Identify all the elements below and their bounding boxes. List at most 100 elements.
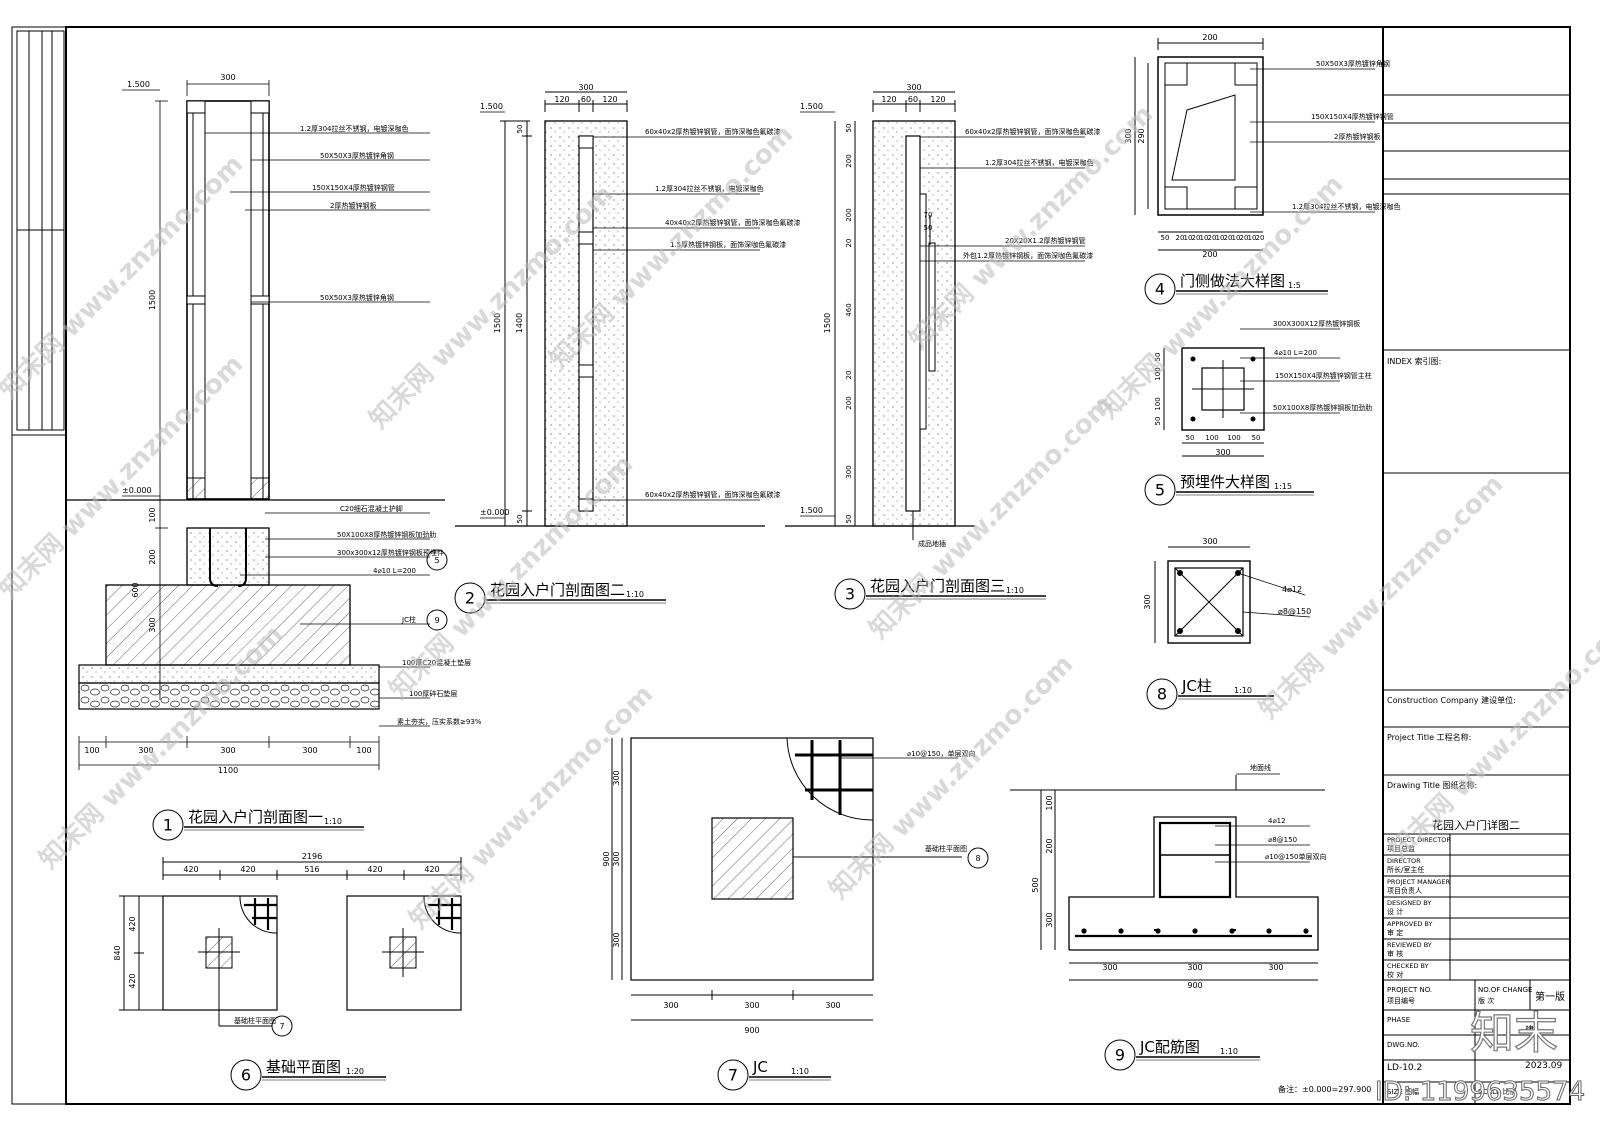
dim: 420 [367,865,382,874]
title-number: 7 [728,1066,738,1085]
callout-note: 50X100X8厚热镀锌钢板加劲肋 [1273,403,1372,412]
level-mark: 1.500 [480,102,503,111]
title-scale: 1:10 [626,590,644,599]
ref-bubble: 5 [434,556,439,565]
dim: 300 [845,465,853,478]
section-8-drawing [1154,546,1251,644]
title-number-circle [152,809,184,841]
dim: 200 [1202,33,1217,42]
callout-note: 基础柱平面图 [234,1016,276,1025]
callout-note: ⌀10@150单层双向 [1265,852,1326,861]
ref-bubble-circle [426,609,448,631]
dim: 300 [220,73,235,82]
dim: 600 [131,582,140,597]
dim: 10 [1216,234,1225,242]
dim: 10 [1184,234,1193,242]
version-value: 第一版 [1535,990,1565,1003]
dim: 300 [1124,128,1133,143]
ref-bubble: 9 [434,616,439,625]
dim: 300 [1143,594,1152,609]
role-en: PROJECT DIRECTOR [1387,836,1451,844]
index-label: INDEX 索引图: [1387,356,1441,366]
dim: 460 [845,303,853,316]
phase-label: PHASE [1387,1016,1410,1024]
callout-note: 成品地插 [918,539,946,548]
dim: 300 [744,1001,759,1010]
level-mark: 1.500 [800,506,823,515]
callout-note: 地面线 [1250,763,1271,772]
outer-frame [11,26,1571,1105]
dim: 500 [1031,877,1040,892]
callout-note: 20X20X1.2厚热镀锌钢管 [1005,236,1086,245]
dim: 1500 [148,290,157,310]
dim: 200 [1202,250,1217,259]
dim: 300 [612,932,621,947]
title-text: 基础平面图 [266,1058,341,1076]
brand-logo: 知末 [1470,1008,1558,1059]
ref-bubble-circle [967,847,989,869]
drawing-title-label: Drawing Title 图纸名称: [1387,780,1477,790]
role-en: DESIGNED BY [1387,899,1431,907]
title-number: 8 [1157,685,1167,704]
dim: 900 [744,1026,759,1035]
callout-note: ⌀8@150 [1268,836,1297,844]
dim: 50 [1186,434,1195,442]
callout-note: 150X150X4厚热镀锌钢管 [312,183,395,192]
dim: 300 [906,83,921,92]
dim: 100 [1205,434,1218,442]
no-of-change-cn: 版 次 [1478,996,1494,1005]
title-block [1382,27,1570,1104]
title-number-circle [230,1059,262,1091]
dim: 50 [924,224,933,232]
section-7-drawing [611,737,962,1021]
dim: 20 [1240,234,1249,242]
title-scale: 1:10 [1234,686,1252,695]
title-text: 预埋件大样图 [1180,473,1270,491]
dim: 420 [128,973,137,988]
dim: 1100 [218,766,238,775]
dim: 420 [128,916,137,931]
title-text: 花园入户门剖面图一 [188,808,323,826]
left-binding-strip [16,30,65,431]
rebar-dot [1155,928,1161,934]
dim: 200 [845,396,853,409]
callout-note: 1.2厚304拉丝不锈钢，电镀深咖色 [1292,202,1401,211]
dim: 50 [1154,353,1162,362]
dim: 300 [302,746,317,755]
title-number: 6 [241,1066,251,1085]
role-cn: 审 核 [1387,949,1403,958]
title-number: 3 [845,585,855,604]
dim: 300 [1187,963,1202,972]
dim: 120 [881,95,896,104]
callout-note: 300X300X12厚热镀锌钢板 [1273,319,1360,328]
watermark-text: 知末网 www.znzmo.com [1254,469,1509,724]
dim: 100 [1227,434,1240,442]
role-en: APPROVED BY [1387,920,1433,928]
dim: 10 [1200,234,1209,242]
title-scale: 1:10 [791,1067,809,1076]
leader-line [1242,611,1311,618]
callout-note: 60x40x2厚热镀锌钢管，面饰深咖色氟碳漆 [965,127,1101,136]
title-number-circle [1104,1039,1136,1071]
level-mark: ±0.000 [480,508,510,517]
callout-note: 4⌀12 [1268,817,1286,825]
section-3-drawing [785,91,975,540]
project-title-label: Project Title 工程名称: [1387,732,1471,742]
dim: 300 [220,746,235,755]
dim: 20 [845,371,853,380]
dim: 420 [183,865,198,874]
dim: 300 [663,1001,678,1010]
dim: 1500 [823,313,832,333]
rebar-dot [1266,928,1272,934]
signature-roles: PROJECT DIRECTOR项目总监DIRECTOR所长/室主任PROJEC… [1387,836,1451,979]
dim: 300 [612,770,621,785]
callout-note: 2厚热镀锌钢板 [1334,132,1380,141]
dim: 100 [1045,795,1054,810]
callout-note: 2厚热镀锌钢板 [330,201,376,210]
title-number-circle [834,578,866,610]
role-cn: 项目负责人 [1387,886,1422,895]
